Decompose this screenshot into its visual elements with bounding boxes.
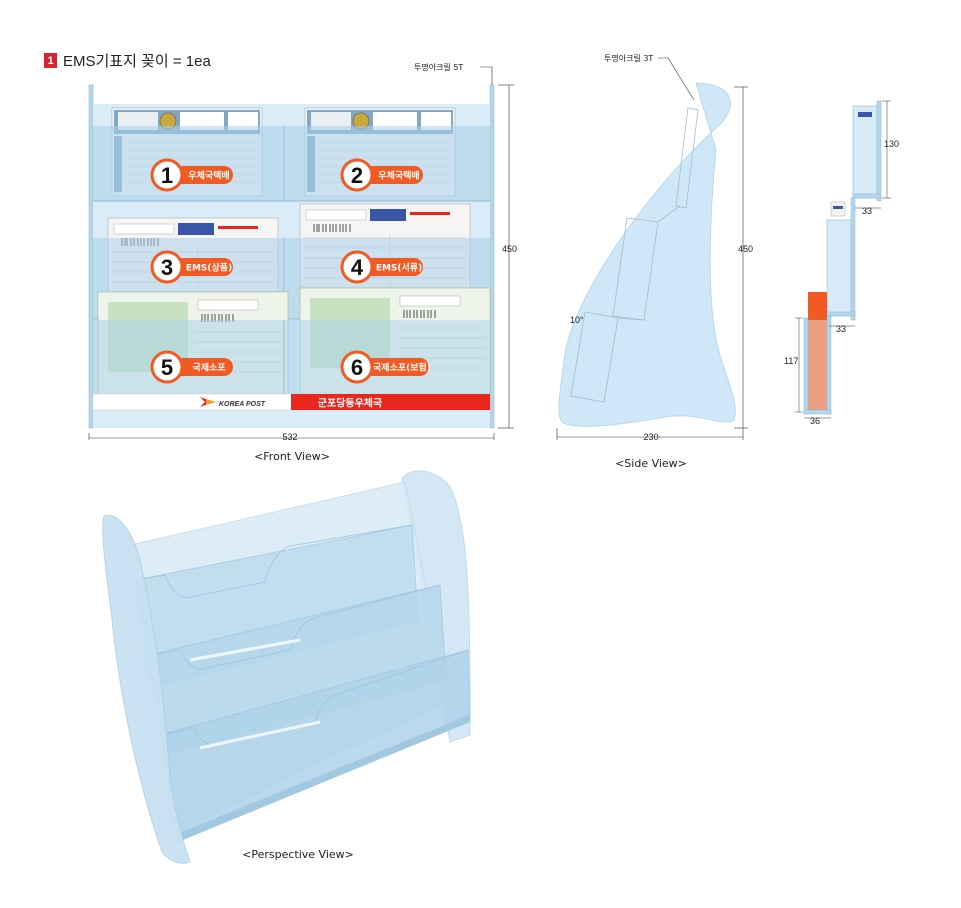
slot-number-circle	[150, 250, 184, 284]
slot-label-1: 1 우체국택배	[150, 158, 233, 192]
side-width-dimension: 230	[643, 432, 658, 442]
slot-number: 5	[161, 355, 173, 380]
side-view-caption: <Side View>	[615, 457, 687, 470]
perspective-view: <Perspective View>	[102, 470, 471, 864]
slot-labels: 1 우체국택배 2 우체국택배 3 EMS(상품) 4 EMS(서류) 5 국제소포 6 국제소포(보…	[150, 158, 431, 384]
side-pocket-outlines	[570, 107, 699, 403]
detail-dim-33-top: 33	[862, 206, 872, 216]
front-right-post	[489, 84, 495, 429]
detail-dim-117: 117	[784, 356, 798, 366]
pocket-tier-3	[93, 320, 490, 394]
detail-form-salmon	[808, 320, 827, 411]
slot-label-text: 우체국택배	[188, 170, 229, 182]
banner-office-name: 군포당동우체국	[318, 397, 382, 410]
pocket-detail: 130 33 33 117 36	[784, 100, 899, 426]
slot-label-pill	[363, 358, 429, 376]
perspective-view-caption: <Perspective View>	[242, 848, 354, 861]
front-material-note: 투명아크릴 5T	[414, 62, 463, 72]
slot-number-circle	[150, 158, 184, 192]
section-number-badge: 1	[44, 53, 57, 68]
slot-label-pill	[173, 166, 233, 184]
side-panel-shape	[558, 82, 736, 427]
section-title: 1 EMS기표지 꽂이 = 1ea	[44, 50, 211, 71]
slot-label-text: 우체국택배	[378, 170, 419, 182]
detail-dim-130: 130	[884, 139, 899, 149]
detail-dim-36: 36	[810, 416, 820, 426]
slot-label-4: 4 EMS(서류)	[340, 250, 423, 284]
slot-number: 1	[161, 163, 173, 188]
front-width-dimension: 532	[282, 432, 297, 442]
slot-label-pill	[173, 358, 233, 376]
front-view: KOREA POST 군포당동우체국 1 우체국택배 2 우체국택배 3 EMS(상품) 4…	[88, 62, 517, 463]
front-view-caption: <Front View>	[254, 450, 330, 463]
slot-label-2: 2 우체국택배	[340, 158, 423, 192]
banner-logo-text: KOREA POST	[219, 401, 266, 408]
front-left-post	[88, 84, 94, 429]
slot-number-circle	[340, 158, 374, 192]
slot-label-text: EMS(서류)	[376, 262, 422, 274]
section-title-text: EMS기표지 꽂이 = 1ea	[63, 53, 211, 70]
pocket-tier-1	[93, 126, 490, 201]
slot-number: 6	[351, 355, 363, 380]
side-material-note: 투명아크릴 3T	[604, 53, 653, 63]
slot-number: 3	[161, 255, 173, 280]
slot-label-pill	[363, 258, 423, 276]
korea-post-logo-icon	[200, 397, 216, 407]
front-height-dimension: 450	[502, 244, 517, 254]
side-height-dimension: 450	[738, 244, 753, 254]
slot-number: 2	[351, 163, 363, 188]
slot-label-text: 국제소포(보험)	[373, 362, 431, 374]
slot-label-6: 6 국제소포(보험)	[340, 350, 431, 384]
slot-number-circle	[340, 350, 374, 384]
slot-label-pill	[363, 166, 423, 184]
slot-label-pill	[173, 258, 233, 276]
slot-label-text: EMS(상품)	[186, 262, 232, 274]
slot-number-circle	[340, 250, 374, 284]
slot-label-3: 3 EMS(상품)	[150, 250, 233, 284]
slot-label-text: 국제소포	[192, 362, 226, 374]
banner-red-part	[291, 394, 490, 410]
slot-number: 4	[351, 255, 364, 280]
side-view: 450 230 10° 투명아크릴 3T <Side View>	[556, 53, 753, 470]
detail-form-orange	[808, 292, 827, 320]
detail-dim-33-bottom: 33	[836, 324, 846, 334]
slot-label-5: 5 국제소포	[150, 350, 233, 384]
side-angle-label: 10°	[570, 315, 584, 325]
slot-number-circle	[150, 350, 184, 384]
